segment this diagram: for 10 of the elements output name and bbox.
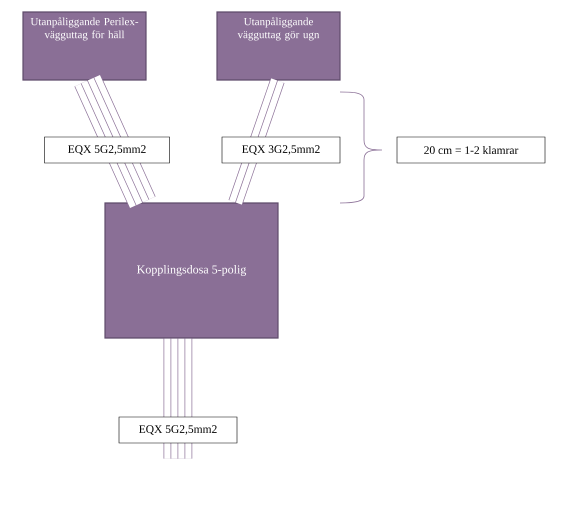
note-box: 20 cm = 1-2 klamrar [396,136,546,164]
outlet-box: Utanpåliggande vägguttag gör ugn [216,11,341,81]
cable-label: EQX 5G2,5mm2 [118,416,238,444]
junction-box: Kopplingsdosa 5-polig [104,202,279,339]
cable-wires [228,78,284,205]
cable-wires [164,338,192,459]
cable-wires [74,74,156,208]
outlet-box: Utanpåliggande Perilex-vägguttag för häll [22,11,147,81]
cable-label: EQX 3G2,5mm2 [222,136,340,164]
cable-label: EQX 5G2,5mm2 [44,136,170,164]
